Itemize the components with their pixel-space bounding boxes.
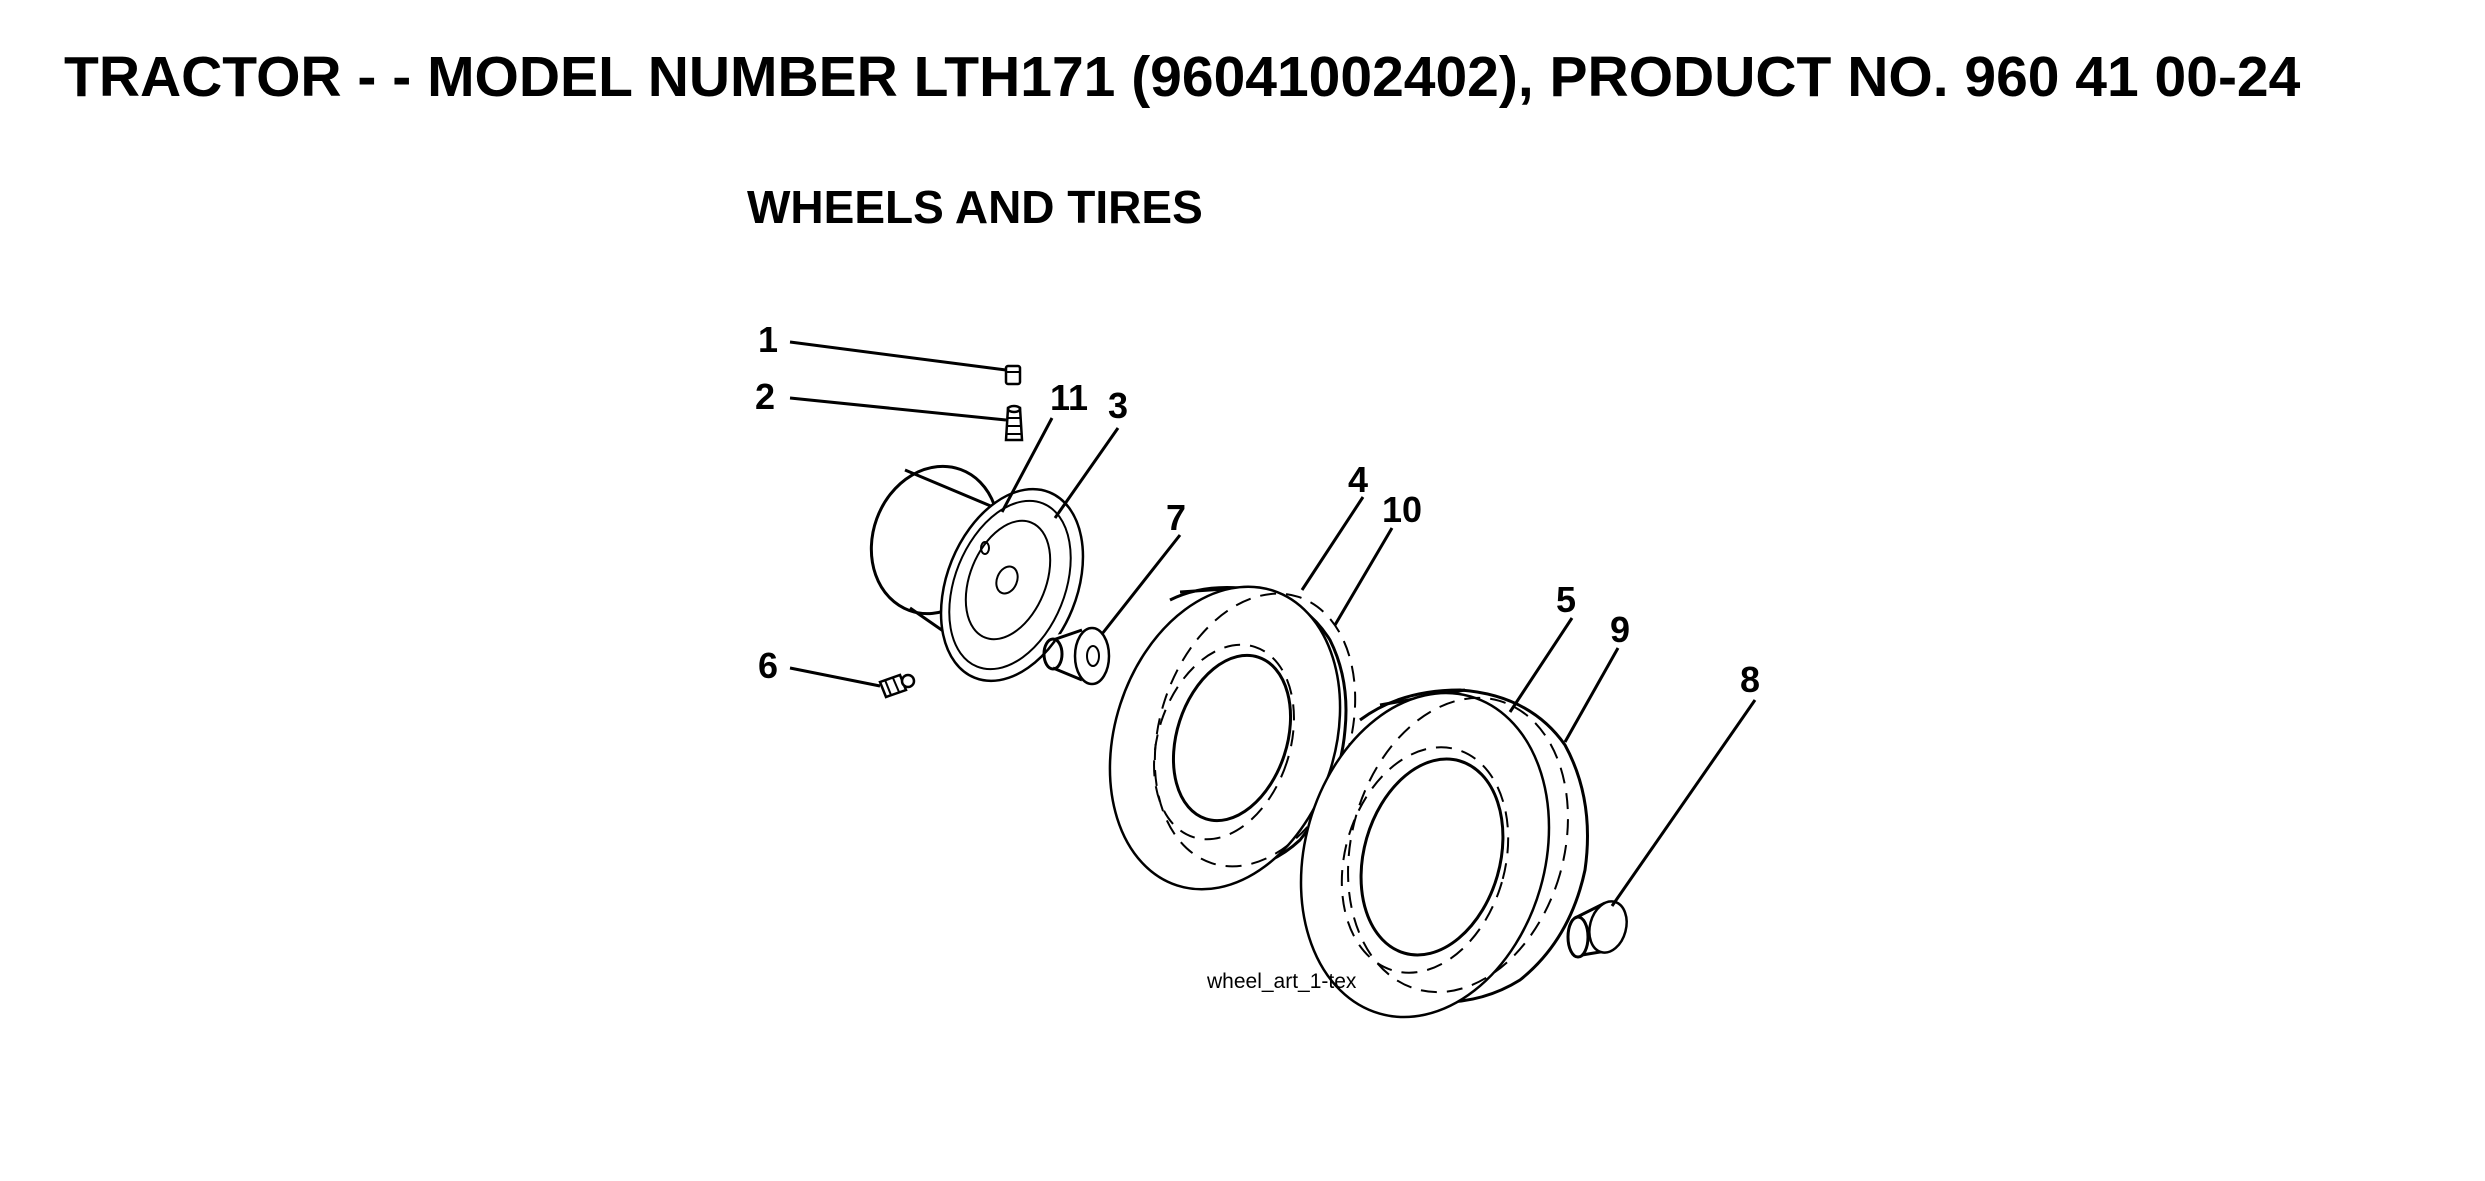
callout-9: 9 (1610, 609, 1630, 650)
part-grease-fitting (878, 673, 916, 699)
callout-7: 7 (1166, 497, 1186, 538)
callout-6: 6 (758, 645, 778, 686)
leader-line-3 (1053, 427, 1120, 519)
leader-line-8 (1610, 699, 1757, 907)
part-bushing (1042, 626, 1111, 686)
part-valve-cap (1004, 364, 1022, 386)
callout-4: 4 (1348, 459, 1368, 500)
section-title: WHEELS AND TIRES (747, 181, 1203, 233)
leader-line-7 (1100, 534, 1182, 635)
leader-line-4 (1300, 496, 1365, 591)
leader-lines (789, 340, 1757, 907)
callout-3: 3 (1108, 385, 1128, 426)
part-rear-bushing (1566, 900, 1628, 959)
callout-1: 1 (758, 319, 778, 360)
part-front-tire (1108, 585, 1357, 891)
callout-5: 5 (1556, 579, 1576, 620)
callout-8: 8 (1740, 659, 1760, 700)
part-rear-tire (1299, 688, 1589, 1019)
part-rim (869, 464, 1085, 683)
callout-2: 2 (755, 376, 775, 417)
leader-line-6 (789, 666, 881, 688)
callout-10: 10 (1382, 489, 1422, 530)
callout-labels: 1 2 3 4 5 6 7 8 9 10 11 (755, 319, 1760, 700)
leader-line-11 (1000, 417, 1054, 513)
leader-line-2 (789, 396, 1007, 422)
leader-line-5 (1508, 617, 1574, 713)
page-title: TRACTOR - - MODEL NUMBER LTH171 (9604100… (64, 45, 2301, 109)
art-reference-label: wheel_art_1-tex (1206, 970, 1357, 993)
callout-11: 11 (1050, 377, 1088, 418)
leader-line-1 (789, 340, 1007, 372)
part-valve-stem (1004, 404, 1024, 442)
leader-line-10 (1333, 527, 1394, 626)
leader-line-9 (1563, 647, 1620, 743)
